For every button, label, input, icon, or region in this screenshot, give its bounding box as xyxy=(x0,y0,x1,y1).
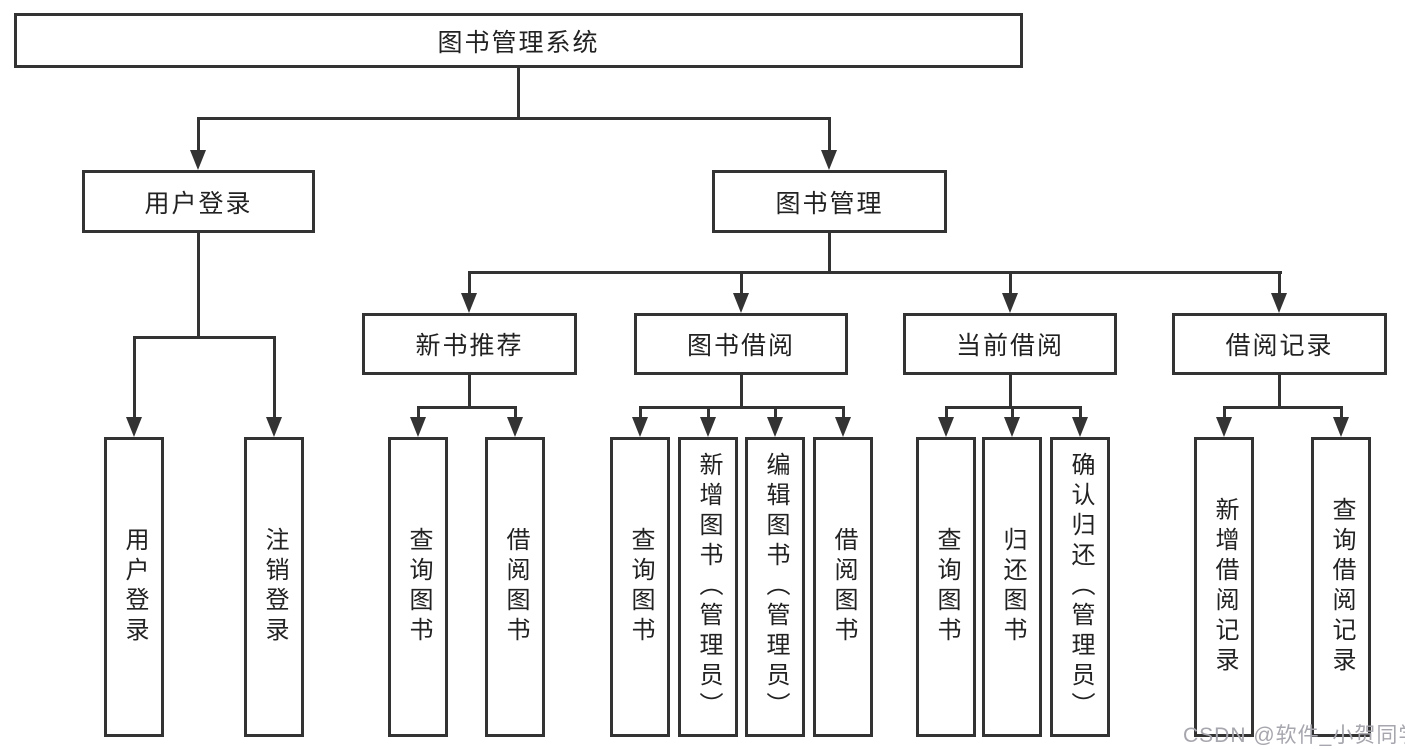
arrowhead-down-icon xyxy=(938,417,954,437)
leaf-edit-books-admin: 编辑图书（管理员） xyxy=(745,437,805,737)
connector-branch-root xyxy=(197,117,831,120)
node-book-mgmt: 图书管理 xyxy=(712,170,947,233)
leaf-query-books: 查询图书 xyxy=(388,437,448,737)
watermark-text: CSDN @软件_小贺同学 xyxy=(1183,724,1405,747)
connector-drop-leaf xyxy=(1223,406,1226,420)
arrowhead-down-icon xyxy=(1072,417,1088,437)
leaf-user-login: 用户登录 xyxy=(104,437,164,737)
leaf-query-borrow-record: 查询借阅记录 xyxy=(1311,437,1371,737)
leaf-borrow-books: 借阅图书 xyxy=(813,437,873,737)
connector-stem-borrow-records xyxy=(1278,372,1281,409)
connector-stem-book-mgmt xyxy=(828,230,831,274)
node-current-borrow: 当前借阅 xyxy=(903,313,1117,375)
connector-drop-leaf xyxy=(842,406,845,420)
leaf-query-books: 查询图书 xyxy=(916,437,976,737)
connector-stem-new-books xyxy=(468,372,471,409)
connector-drop-leaf xyxy=(1340,406,1343,420)
connector-branch-new-books xyxy=(417,406,517,409)
leaf-return-books: 归还图书 xyxy=(982,437,1042,737)
connector-drop-book-mgmt xyxy=(828,117,831,152)
connector-drop-new-books xyxy=(468,271,471,296)
node-book-borrow: 图书借阅 xyxy=(634,313,848,375)
connector-drop-leaf xyxy=(514,406,517,420)
connector-stem-current-borrow xyxy=(1009,372,1012,409)
node-root: 图书管理系统 xyxy=(14,13,1023,68)
connector-stem-root xyxy=(517,66,520,119)
connector-drop-book-borrow xyxy=(740,271,743,296)
arrowhead-down-icon xyxy=(266,417,282,437)
arrowhead-down-icon xyxy=(1216,417,1232,437)
leaf-confirm-return-admin: 确认归还（管理员） xyxy=(1050,437,1110,737)
connector-drop-leaf xyxy=(1079,406,1082,420)
connector-branch-book-borrow xyxy=(639,406,845,409)
arrowhead-down-icon xyxy=(1002,293,1018,313)
leaf-borrow-books: 借阅图书 xyxy=(485,437,545,737)
connector-drop-leaf xyxy=(417,406,420,420)
arrowhead-down-icon xyxy=(835,417,851,437)
connector-drop-leaf xyxy=(273,336,276,419)
connector-drop-borrow-records xyxy=(1278,271,1281,296)
connector-stem-user-login xyxy=(197,230,200,339)
arrowhead-down-icon xyxy=(410,417,426,437)
arrowhead-down-icon xyxy=(1333,417,1349,437)
arrowhead-down-icon xyxy=(1004,417,1020,437)
node-borrow-records: 借阅记录 xyxy=(1172,313,1387,375)
connector-branch-borrow-records xyxy=(1223,406,1343,409)
arrowhead-down-icon xyxy=(632,417,648,437)
arrowhead-down-icon xyxy=(461,293,477,313)
arrowhead-down-icon xyxy=(821,150,837,170)
connector-stem-book-borrow xyxy=(740,372,743,409)
connector-drop-current-borrow xyxy=(1009,271,1012,296)
connector-drop-user-login xyxy=(197,117,200,152)
leaf-logout: 注销登录 xyxy=(244,437,304,737)
leaf-add-books-admin: 新增图书（管理员） xyxy=(678,437,738,737)
node-user-login: 用户登录 xyxy=(82,170,315,233)
arrowhead-down-icon xyxy=(1271,293,1287,313)
connector-drop-leaf xyxy=(1011,406,1014,420)
connector-branch-book-mgmt xyxy=(468,271,1282,274)
arrowhead-down-icon xyxy=(767,417,783,437)
leaf-add-borrow-record: 新增借阅记录 xyxy=(1194,437,1254,737)
connector-drop-leaf xyxy=(133,336,136,419)
node-new-books: 新书推荐 xyxy=(362,313,577,375)
arrowhead-down-icon xyxy=(700,417,716,437)
connector-drop-leaf xyxy=(707,406,710,420)
arrowhead-down-icon xyxy=(733,293,749,313)
connector-drop-leaf xyxy=(774,406,777,420)
connector-drop-leaf xyxy=(639,406,642,420)
connector-drop-leaf xyxy=(945,406,948,420)
arrowhead-down-icon xyxy=(507,417,523,437)
connector-branch-user-login xyxy=(133,336,276,339)
arrowhead-down-icon xyxy=(190,150,206,170)
arrowhead-down-icon xyxy=(126,417,142,437)
leaf-query-books: 查询图书 xyxy=(610,437,670,737)
